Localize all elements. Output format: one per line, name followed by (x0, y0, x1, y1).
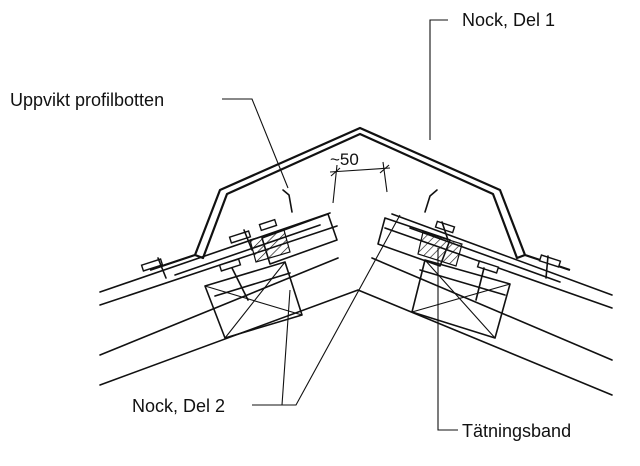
label-ridge-part2: Nock, Del 2 (132, 396, 225, 416)
ridge-cap-part1 (149, 126, 571, 272)
label-ridge-part1: Nock, Del 1 (462, 10, 555, 30)
label-sealing-tape: Tätningsband (462, 421, 571, 441)
left-timber-block (204, 261, 303, 339)
fastener-7 (538, 254, 562, 279)
right-sealing-tape (417, 231, 463, 267)
left-profile-hook (282, 189, 293, 213)
leader-lines (222, 19, 458, 431)
right-batten-board (377, 217, 451, 267)
rafter-lines (99, 257, 613, 396)
left-roof-sheet (99, 212, 338, 306)
left-sealing-tape (249, 229, 291, 263)
fastener-3 (218, 258, 249, 301)
fastener-4 (258, 218, 278, 232)
fastener-6 (475, 260, 500, 301)
gap-dimension-mark (329, 161, 391, 204)
right-profile-hook (424, 189, 438, 213)
fastener-1 (140, 257, 167, 279)
gap-dimension-label: ~50 (330, 150, 359, 169)
fastener-5 (434, 220, 456, 241)
label-upturned-profile-bottom: Uppvikt profilbotten (10, 90, 164, 110)
fastener-2 (228, 229, 253, 251)
fasteners (140, 218, 562, 301)
